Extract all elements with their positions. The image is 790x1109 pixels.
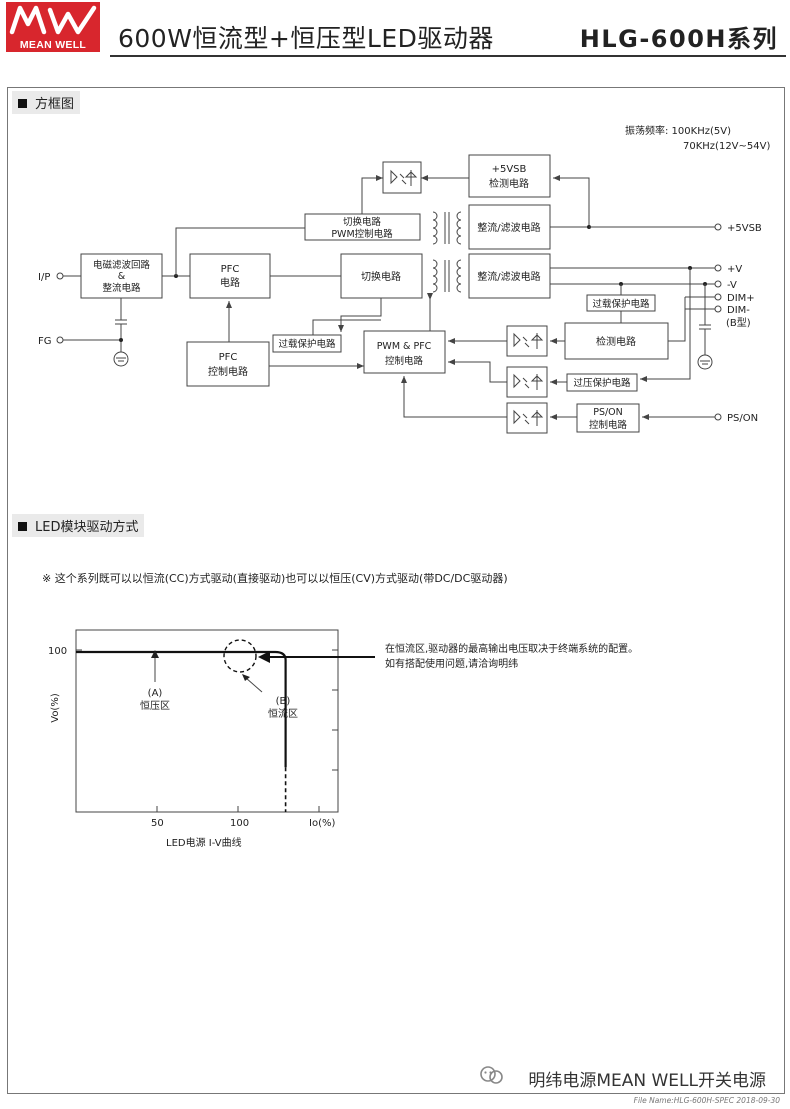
region-a-label-1: (A) — [148, 688, 163, 699]
switch-pwm-label-2: PWM控制电路 — [331, 228, 393, 240]
emi-label-3: 整流电路 — [102, 282, 141, 294]
rect-filter-main-label: 整流/滤波电路 — [477, 270, 540, 283]
series-name: HLG-600H系列 — [579, 25, 778, 53]
port-5vsb: +5VSB — [714, 223, 762, 234]
optocoupler-1-icon — [506, 325, 548, 357]
wechat-icon — [480, 1066, 503, 1084]
pfc-ctrl-label-2: 控制电路 — [208, 365, 248, 378]
meanwell-logo: MEAN WELL — [6, 2, 100, 52]
section-title-text: LED模块驱动方式 — [35, 520, 139, 535]
port-dimplus-label: DIM+ — [727, 293, 755, 304]
emi-label-1: 电磁滤波回路 — [93, 259, 151, 271]
header-rule — [110, 55, 786, 57]
chart-x-ticks — [156, 806, 320, 812]
osc-freq-line2: 70KHz(12V~54V) — [683, 141, 770, 152]
port-dimminus-label: DIM- — [727, 305, 750, 316]
section-title-text: 方框图 — [35, 97, 75, 112]
pfc-block — [189, 253, 271, 299]
pson-label-1: PS/ON — [593, 407, 623, 418]
x-axis-label: Io(%) — [309, 818, 335, 829]
region-b-pointer — [245, 677, 263, 693]
annotation-line1: 在恒流区,驱动器的最高输出电压取决于终端系统的配置。 — [385, 642, 638, 655]
region-b-label-1: (B) — [276, 696, 291, 707]
content-frame — [7, 87, 785, 1094]
sb-detect-block — [468, 154, 551, 198]
emi-label-2: & — [118, 271, 126, 282]
section-title-block-diagram: 方框图 — [12, 91, 81, 114]
page-header: MEAN WELL 600W恒流型+恒压型LED驱动器 HLG-600H系列 — [0, 0, 790, 62]
wiring — [63, 175, 715, 420]
osc-freq-line1: 振荡频率: 100KHz(5V) — [625, 124, 731, 137]
pson-label-2: 控制电路 — [589, 419, 628, 431]
sb-detect-label-2: 检测电路 — [489, 177, 529, 190]
optocoupler-3-icon — [506, 402, 548, 434]
sb-detect-label-1: +5VSB — [492, 164, 527, 175]
x-tick-100: 100 — [230, 818, 249, 829]
olp-top-label: 过载保护电路 — [592, 298, 650, 310]
rect-filter-top-block — [468, 204, 551, 250]
port-pson-label: PS/ON — [727, 413, 758, 424]
detect-label: 检测电路 — [596, 335, 636, 348]
logo-text: MEAN WELL — [19, 39, 87, 51]
region-b-label-2: 恒流区 — [268, 707, 298, 720]
mw-logo-mark — [9, 5, 97, 35]
watermark-text: 明纬电源MEAN WELL开关电源 — [528, 1071, 766, 1091]
port-ip: I/P — [38, 272, 64, 283]
detect-block — [564, 322, 669, 360]
rect-filter-main-block — [468, 253, 551, 299]
port-pson: PS/ON — [714, 413, 758, 424]
pson-control-block — [576, 403, 640, 433]
switch-label: 切换电路 — [361, 270, 401, 283]
port-vplus-label: +V — [727, 264, 742, 275]
olp-left-block — [272, 334, 342, 353]
chart-caption: LED电源 I-V曲线 — [166, 836, 242, 849]
file-name: File Name:HLG-600H-SPEC 2018-09-30 — [633, 1096, 780, 1105]
optocoupler-2-icon — [506, 366, 548, 398]
y-axis-label: Vo(%) — [50, 693, 61, 723]
port-ip-label: I/P — [38, 272, 50, 283]
pwm-pfc-label-1: PWM & PFC — [377, 341, 432, 352]
drive-mode-note: ※ 这个系列既可以以恒流(CC)方式驱动(直接驱动)也可以以恒压(CV)方式驱动… — [42, 572, 508, 585]
block-diagram: 振荡频率: 100KHz(5V) 70KHz(12V~54V) 电磁滤波回路 &… — [38, 124, 770, 434]
x-tick-50: 50 — [151, 818, 164, 829]
pfc-label-1: PFC — [221, 264, 240, 275]
transformer-main-icon — [432, 259, 462, 293]
cv-curve — [76, 650, 287, 661]
port-vminus-label: -V — [727, 280, 737, 291]
port-btype-label: (B型) — [726, 316, 751, 329]
port-dimminus: DIM- — [714, 305, 750, 316]
switch-block — [340, 253, 423, 299]
port-vminus: -V — [714, 280, 737, 291]
port-vplus: +V — [714, 264, 742, 275]
port-5vsb-label: +5VSB — [727, 223, 762, 234]
page-title: 600W恒流型+恒压型LED驱动器 — [118, 24, 494, 53]
transformer-top-icon — [432, 211, 462, 245]
pwm-pfc-label-2: 控制电路 — [385, 355, 424, 367]
y-tick-100: 100 — [48, 646, 67, 657]
knee-highlight-circle — [223, 639, 257, 673]
rect-filter-top-label: 整流/滤波电路 — [477, 221, 540, 234]
port-fg: FG — [38, 336, 64, 347]
switch-pwm-label-1: 切换电路 — [343, 216, 382, 228]
ovp-label: 过压保护电路 — [573, 377, 631, 389]
chart-plot-area — [75, 629, 339, 813]
pfc-control-block — [186, 341, 270, 387]
optocoupler-top-icon — [382, 161, 422, 194]
region-a-label-2: 恒压区 — [140, 699, 170, 712]
section-title-led-drive: LED模块驱动方式 — [12, 514, 145, 537]
pfc-label-2: 电路 — [220, 276, 240, 289]
iv-curve-chart: 100 50 100 Io(%) Vo(%) LED电源 I-V曲线 (A) 恒… — [48, 629, 638, 849]
port-fg-label: FG — [38, 336, 52, 347]
pfc-ctrl-label-1: PFC — [219, 352, 238, 363]
port-dimplus: DIM+ — [714, 293, 755, 304]
annotation-line2: 如有搭配使用问题,请洽询明纬 — [385, 657, 518, 670]
pwm-pfc-control-block — [363, 330, 446, 374]
chart-y-ticks — [76, 649, 338, 771]
olp-left-label: 过载保护电路 — [278, 338, 336, 350]
